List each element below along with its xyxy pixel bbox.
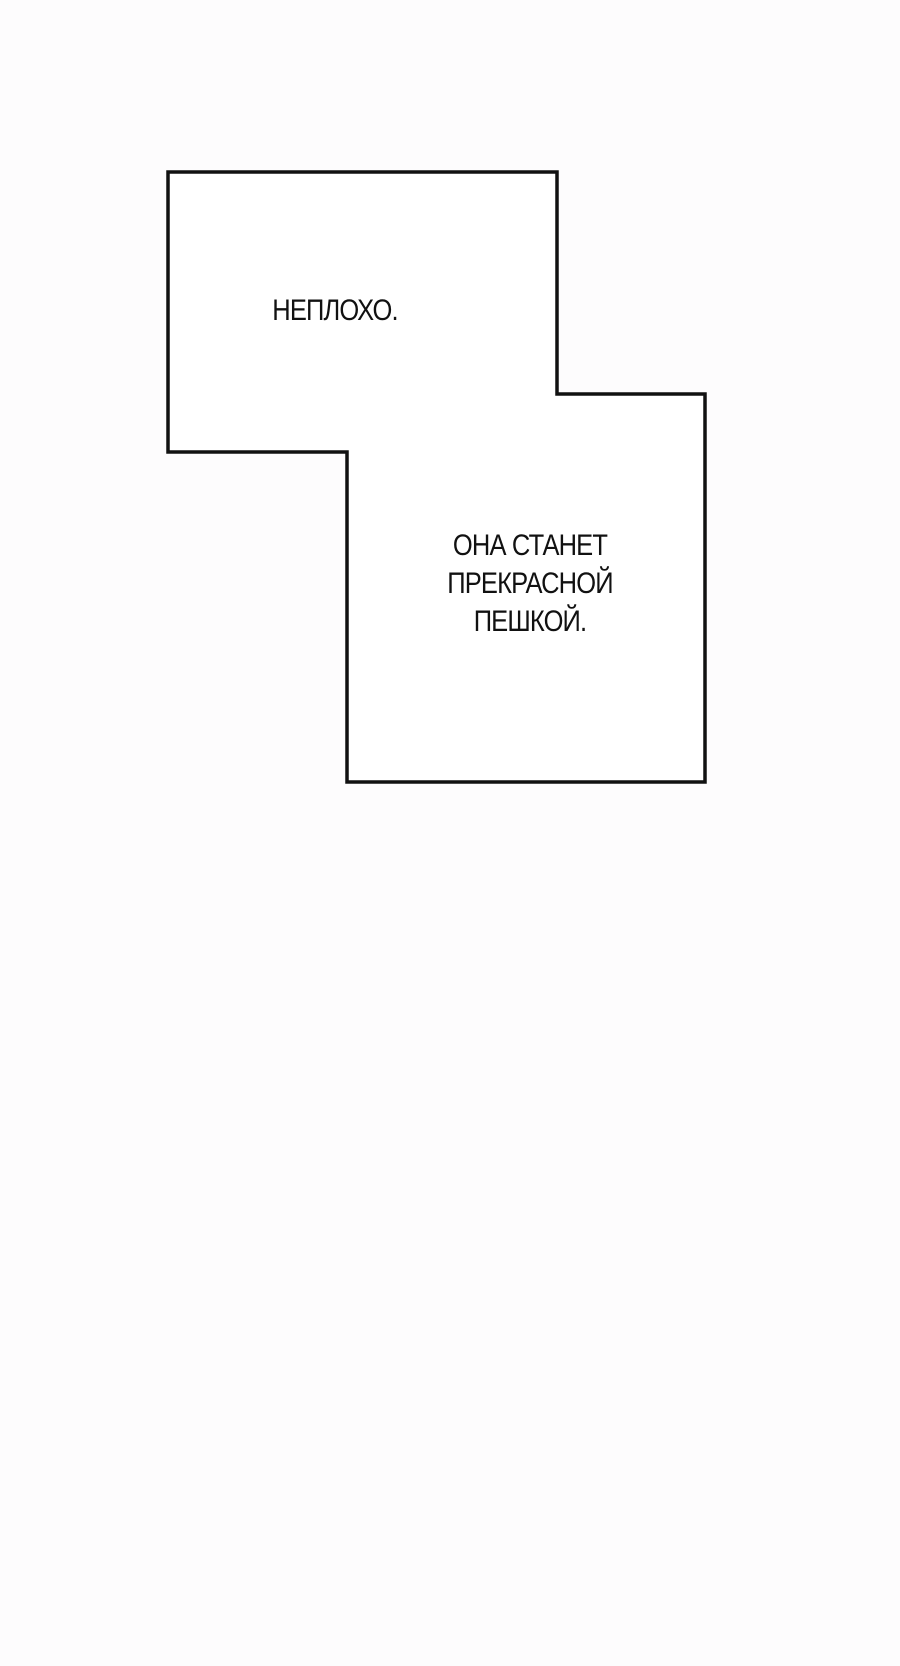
caption-text-second: ОНА СТАНЕТ ПРЕКРАСНОЙ ПЕШКОЙ. bbox=[447, 529, 613, 638]
caption-text-first: НЕПЛОХО. bbox=[272, 294, 398, 327]
narration-box-outline bbox=[166, 170, 707, 784]
